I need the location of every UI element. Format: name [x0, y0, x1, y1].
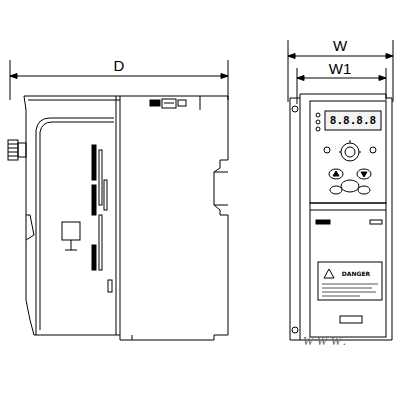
display-readout: 8.8.8.8 [330, 115, 376, 126]
warning-label: DANGER [342, 271, 370, 277]
dimension-label: D [114, 58, 125, 73]
watermark: WWW. [303, 334, 350, 347]
dimension-label: W1 [329, 61, 352, 76]
side-view [8, 96, 228, 340]
dimension-label: W [333, 38, 347, 53]
front-view [290, 94, 392, 340]
